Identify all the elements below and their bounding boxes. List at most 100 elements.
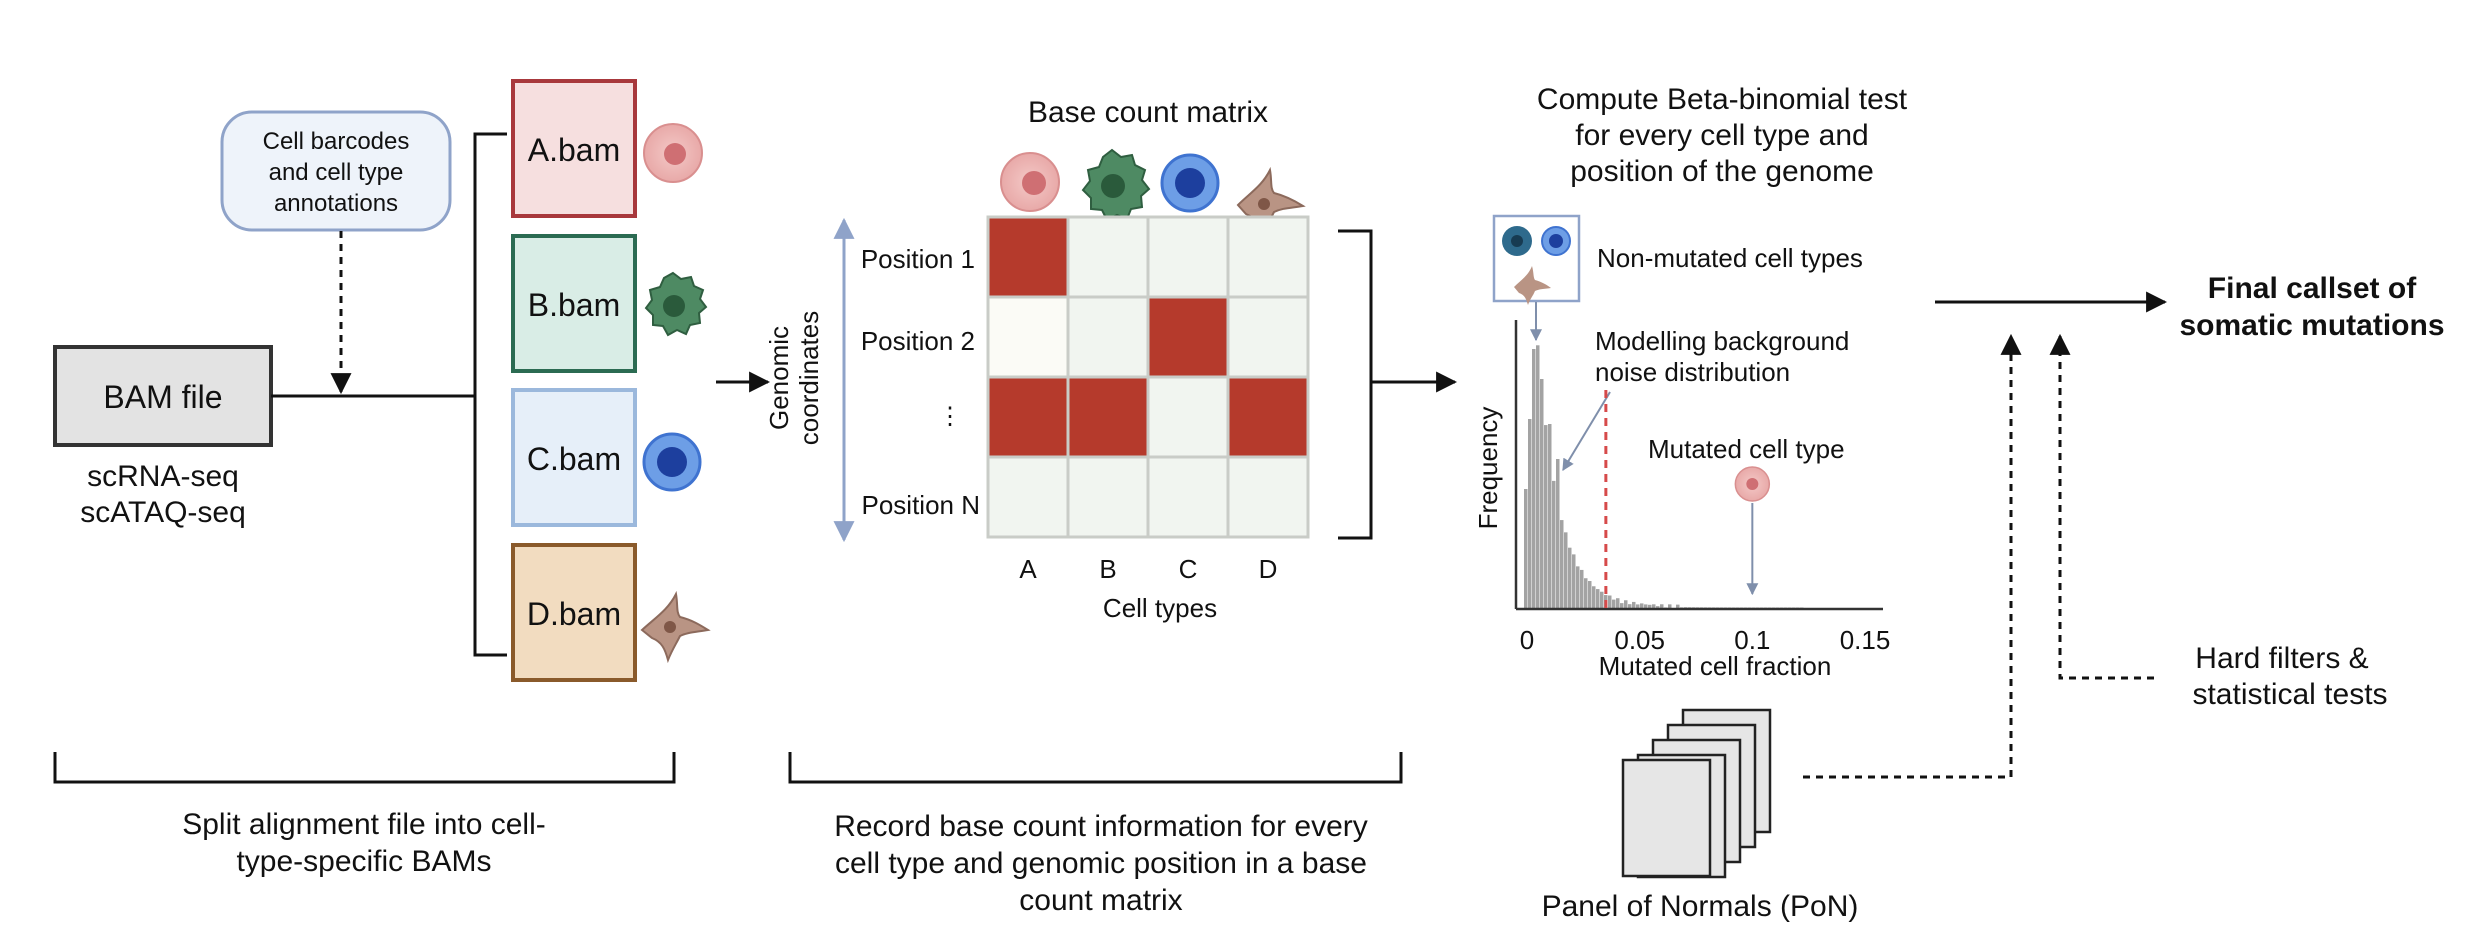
histogram-bar <box>1652 604 1656 609</box>
cell-b-icon <box>644 271 708 337</box>
histogram-bar <box>1676 604 1680 609</box>
step3-group: Compute Beta-binomial test for every cel… <box>1473 83 1908 923</box>
matrix-cell <box>1226 215 1310 299</box>
d-bam-box <box>511 543 637 682</box>
matrix-cell <box>1226 455 1310 539</box>
histogram-bar <box>1596 589 1600 609</box>
histogram-bar <box>1580 569 1584 609</box>
base-count-matrix <box>986 215 1310 539</box>
final-callset-line-2: somatic mutations <box>2179 309 2444 342</box>
mutated-label: Mutated cell type <box>1648 434 1845 464</box>
histogram-bar <box>1620 603 1624 609</box>
test-title-line-1: Compute Beta-binomial test <box>1537 83 1908 116</box>
modelling-label-1: Modelling background <box>1595 326 1849 356</box>
matrix-cell <box>986 295 1070 379</box>
x-tick-label: 0.15 <box>1840 625 1891 655</box>
filters-dotted-connector <box>2049 333 2154 680</box>
test-title-line-2: for every cell type and <box>1575 119 1868 152</box>
step2-caption-bracket <box>788 752 1403 784</box>
histogram-bar <box>1540 379 1544 609</box>
genomic-axis-label-1: Genomic <box>764 326 794 430</box>
filters-label-1: Hard filters & <box>2195 642 2368 675</box>
b-bam-label: B.bam <box>528 287 620 323</box>
cell-c-icon <box>642 432 702 492</box>
step1-group: BAM file scRNA-seq scATAQ-seq Cell barco… <box>53 79 711 878</box>
row-label-position-1: Position 1 <box>861 244 975 274</box>
histogram-bar <box>1660 604 1664 609</box>
matrix-cell-a-icon <box>1000 152 1060 212</box>
c-bam-label: C.bam <box>527 441 621 477</box>
histogram-bar <box>1564 532 1568 609</box>
barcode-line-3: annotations <box>274 190 398 217</box>
row-label-position-2: Position 2 <box>861 326 975 356</box>
test-title-line-3: position of the genome <box>1570 155 1874 188</box>
histogram-bar <box>1600 591 1604 609</box>
histogram-bar <box>1568 547 1572 609</box>
x-tick-label: 0 <box>1520 625 1534 655</box>
histogram-bar <box>1584 578 1588 609</box>
non-mutated-cell-d-icon <box>1514 266 1551 305</box>
non-mutated-cell-c-icon <box>1541 226 1571 256</box>
non-mutated-label: Non-mutated cell types <box>1597 243 1863 273</box>
matrix-cell <box>1066 295 1150 379</box>
final-callset-line-1: Final callset of <box>2208 272 2417 305</box>
col-label-a: A <box>1019 554 1037 584</box>
modelling-pointer <box>1562 391 1611 472</box>
step1-caption-bracket <box>53 752 676 784</box>
col-label-b: B <box>1099 554 1116 584</box>
matrix-cell <box>1066 215 1150 299</box>
matrix-cell <box>986 215 1070 299</box>
step2-caption-line-1: Record base count information for every <box>834 810 1368 843</box>
chart-ylabel: Frequency <box>1473 407 1503 530</box>
pon-dotted-connector <box>1803 333 2022 779</box>
genomic-axis-label-2: coordinates <box>794 311 824 445</box>
matrix-cell <box>1146 215 1230 299</box>
matrix-cell <box>1146 375 1230 459</box>
modelling-label-2: noise distribution <box>1595 357 1790 387</box>
histogram-bar <box>1628 604 1632 609</box>
histogram-bar <box>1552 480 1556 609</box>
assay-label-1: scRNA-seq <box>87 460 239 493</box>
matrix-right-bracket <box>1338 229 1373 540</box>
matrix-cell <box>986 375 1070 459</box>
matrix-cell <box>1066 375 1150 459</box>
histogram-bar <box>1616 598 1620 609</box>
histogram-bar <box>1592 586 1596 609</box>
assay-label-2: scATAQ-seq <box>80 496 246 529</box>
histogram-bar <box>1636 604 1640 609</box>
histogram-bars <box>1524 345 1804 609</box>
col-label-d: D <box>1259 554 1278 584</box>
x-tick-label: 0.1 <box>1734 625 1770 655</box>
histogram-bar <box>1524 489 1528 609</box>
bam-file-label: BAM file <box>103 379 222 415</box>
matrix-title: Base count matrix <box>1028 96 1268 129</box>
c-bam-box <box>511 388 637 527</box>
histogram-bar <box>1532 349 1536 609</box>
histogram-bar <box>1544 425 1548 609</box>
histogram-bar <box>1632 601 1636 609</box>
step4-group: Final callset of somatic mutations Hard … <box>1803 272 2445 779</box>
histogram-bar <box>1588 581 1592 609</box>
histogram-bar <box>1576 566 1580 609</box>
step1-caption-line-1: Split alignment file into cell- <box>182 808 546 841</box>
matrix-cell <box>1226 375 1310 459</box>
histogram-bar <box>1608 595 1612 609</box>
histogram-bar <box>1556 459 1560 609</box>
col-label-c: C <box>1179 554 1198 584</box>
histogram-bar <box>1640 603 1644 609</box>
barcode-line-2: and cell type <box>269 159 404 186</box>
histogram-bar <box>1560 520 1564 609</box>
histogram-bar <box>1644 604 1648 609</box>
histogram-bar <box>1624 600 1628 609</box>
matrix-cell <box>986 455 1070 539</box>
barcode-line-1: Cell barcodes <box>263 128 410 155</box>
d-bam-label: D.bam <box>527 596 621 632</box>
non-mutated-cell-b-icon <box>1502 226 1532 256</box>
a-bam-label: A.bam <box>528 132 620 168</box>
barcode-annotation-box <box>220 110 452 232</box>
matrix-cell <box>1226 295 1310 379</box>
cell-d-icon <box>640 590 711 664</box>
matrix-cell <box>1146 455 1230 539</box>
matrix-cell <box>1146 295 1230 379</box>
